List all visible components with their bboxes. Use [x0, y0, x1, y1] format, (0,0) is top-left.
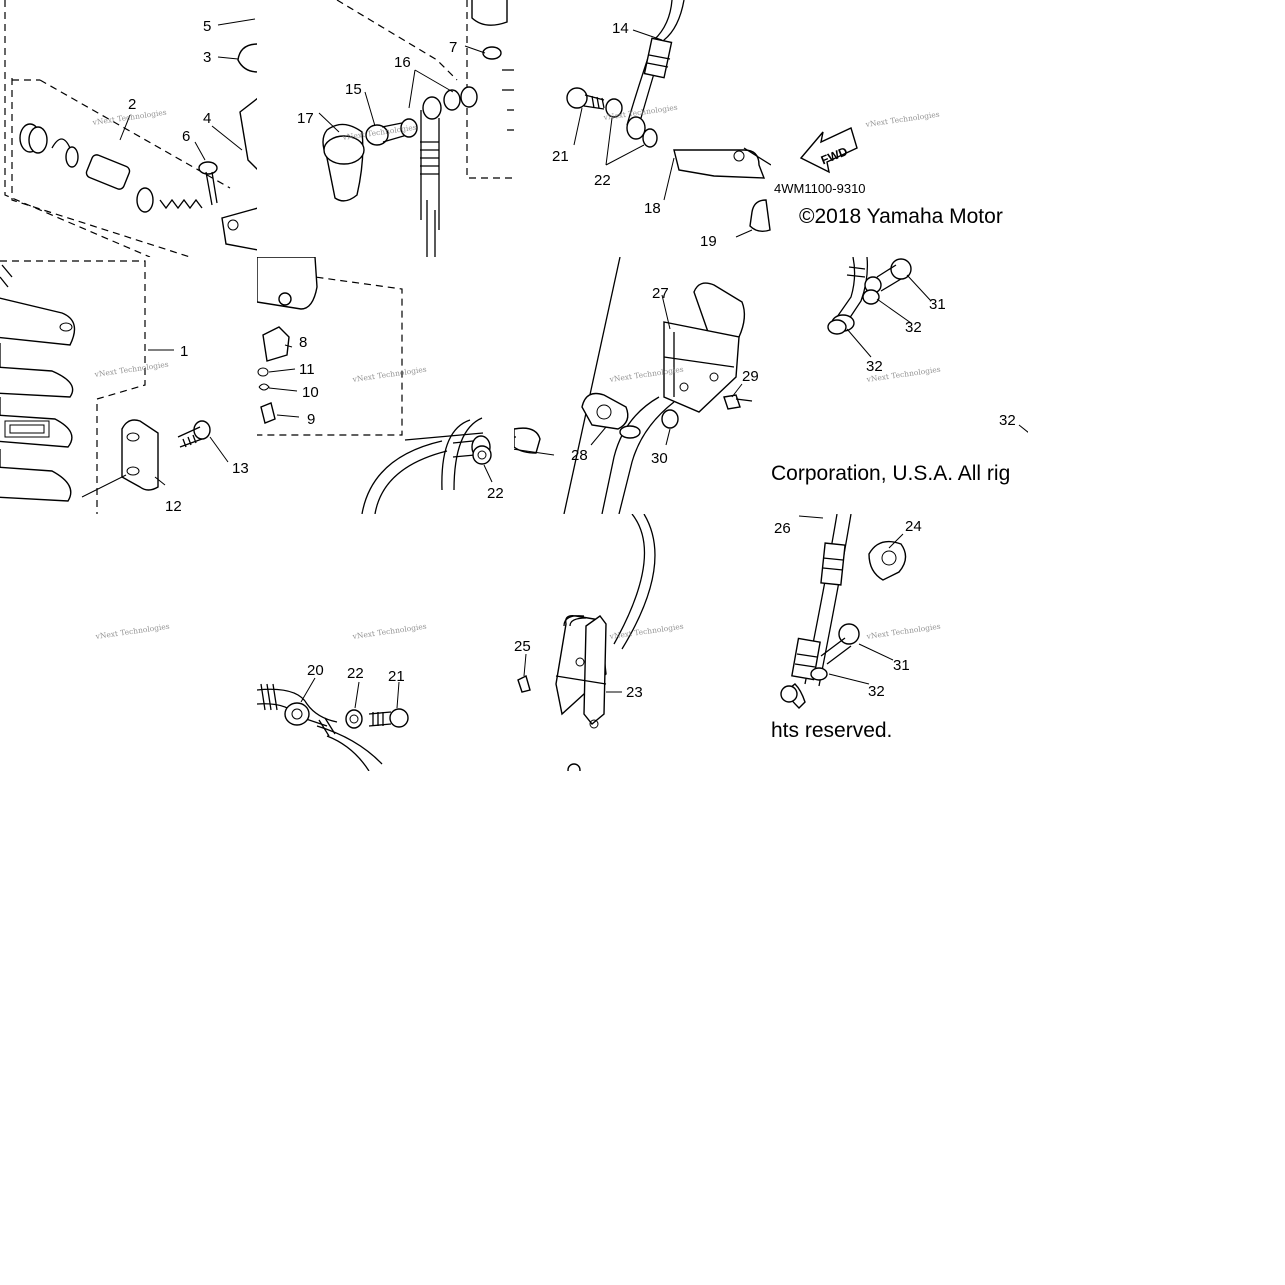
watermark: vNext Technologies [94, 622, 170, 641]
callout-18: 18 [644, 200, 661, 217]
watermark: vNext Technologies [608, 622, 684, 641]
callout-32-b: 32 [866, 358, 883, 375]
callout-4: 4 [203, 110, 211, 127]
callout-9: 9 [307, 411, 315, 428]
watermark: vNext Technologies [864, 110, 940, 129]
callout-1: 1 [180, 343, 188, 360]
callout-22-c: 22 [347, 665, 364, 682]
fwd-arrow-icon: FWD [799, 127, 858, 174]
tile-brake-hose: 14 21 22 18 19 vNext Technologies [514, 0, 771, 257]
callout-5: 5 [203, 18, 211, 35]
tile-fwd: FWD 4WM1100-9310 vNext Technologies [771, 0, 1028, 257]
callout-12: 12 [165, 498, 182, 514]
watermark: vNext Technologies [93, 360, 169, 379]
callout-8: 8 [299, 334, 307, 351]
callout-11: 11 [299, 361, 315, 378]
callout-27: 27 [652, 285, 669, 302]
copyright-line-1: ©2018 Yamaha Motor [799, 205, 1003, 228]
callout-2: 2 [128, 96, 136, 113]
callout-7: 7 [449, 39, 457, 56]
watermark: vNext Technologies [351, 622, 427, 641]
callout-10: 10 [302, 384, 319, 401]
callout-30: 30 [651, 450, 668, 467]
callout-3: 3 [203, 49, 211, 66]
part-code: 4WM1100-9310 [774, 181, 866, 196]
callout-14: 14 [612, 20, 629, 37]
callout-22-b: 22 [487, 485, 504, 502]
grommet-22-overlay: 22 [440, 410, 520, 510]
callout-13: 13 [232, 460, 249, 477]
callout-19: 19 [700, 233, 717, 250]
tile-hose-joint: 20 22 21 vNext Technologies [257, 514, 514, 771]
tile-banjo-bolt: 17 15 16 7 vNext Technologies [257, 0, 514, 257]
callout-20: 20 [307, 662, 324, 679]
callout-21-b: 21 [388, 668, 405, 685]
tile-hose-clamps: 27 28 29 30 vNext Technologies [514, 257, 771, 514]
tile-lower-hose: 24 26 31 32 vNext Technologies [771, 514, 1028, 771]
callout-21: 21 [552, 148, 569, 165]
callout-6: 6 [182, 128, 190, 145]
callout-15: 15 [345, 81, 362, 98]
copyright-line-2: Corporation, U.S.A. All rig [771, 462, 1011, 485]
watermark: vNext Technologies [865, 622, 941, 641]
tile-lever-parts: 8 11 10 9 vNext Technologies [257, 257, 514, 514]
tile-master-cylinder-top: 5 3 2 4 6 vNext Technologies [0, 0, 257, 257]
watermark: vNext Technologies [351, 365, 427, 384]
copyright-line-3: hts reserved. [771, 719, 893, 742]
callout-31-b: 31 [893, 657, 910, 674]
callout-32-d: 32 [868, 683, 885, 700]
callout-31: 31 [929, 296, 946, 313]
callout-23: 23 [626, 684, 643, 701]
callout-32: 32 [905, 319, 922, 336]
callout-28: 28 [571, 447, 588, 464]
tile-lower-banjo: 31 32 32 32 vNext Technologies [771, 257, 1028, 514]
callout-29: 29 [742, 368, 759, 385]
callout-22: 22 [594, 172, 611, 189]
callout-32-c: 32 [999, 412, 1016, 429]
tile-reservoir-cover: 1 13 12 vNext Technologies [0, 257, 257, 514]
tile-hose-holder: 25 23 vNext Technologies [514, 514, 771, 771]
tile-blank: vNext Technologies [0, 514, 257, 771]
callout-16: 16 [394, 54, 411, 71]
callout-24: 24 [905, 518, 922, 535]
callout-26: 26 [774, 520, 791, 537]
callout-25: 25 [514, 638, 531, 655]
callout-17: 17 [297, 110, 314, 127]
